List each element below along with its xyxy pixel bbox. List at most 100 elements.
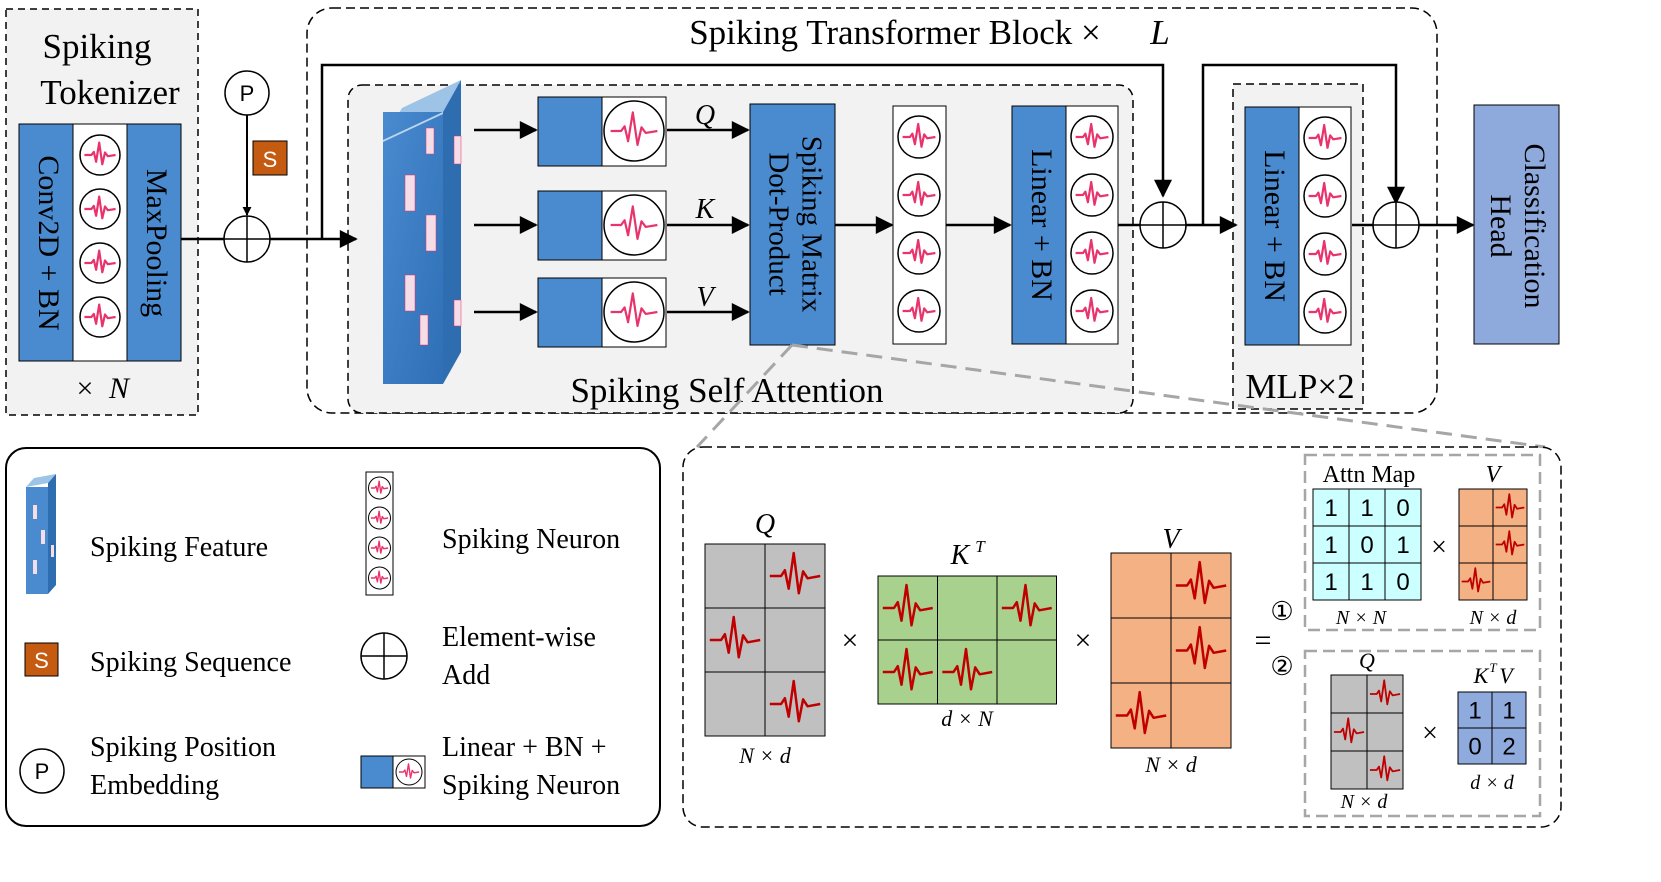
legend-pos-line1: Spiking Position <box>90 732 276 763</box>
ssa-title: Spiking Self Attention <box>570 371 883 410</box>
zoom-guide-lines <box>695 343 1546 449</box>
spike-icon <box>1115 690 1167 735</box>
tokenizer-repeat-n: N <box>108 372 131 405</box>
spiking-neuron-icon <box>368 536 391 560</box>
classification-head: Classification Head <box>1473 104 1560 345</box>
mlp-linear-bn-label: Linear + BN <box>1258 150 1291 302</box>
matrix-cell <box>1491 727 1527 765</box>
attn-dim: N × N <box>1335 607 1388 629</box>
circled-two: ② <box>1270 652 1293 681</box>
spiking-neuron-icon <box>1303 174 1347 218</box>
matrix-value: 1 <box>1324 532 1337 559</box>
times-1: × <box>842 624 859 657</box>
attn-map-title: Attn Map <box>1323 462 1416 488</box>
spiking-neuron-icon <box>79 188 121 230</box>
spike-icon <box>1495 493 1525 519</box>
spiking-neuron-icon <box>79 296 121 338</box>
spike-icon <box>769 679 821 723</box>
detail-kt-sup: T <box>975 537 986 556</box>
main-flow-arrows <box>181 63 1475 321</box>
matrix-value: 1 <box>1324 495 1337 522</box>
matrix-value: 0 <box>1396 569 1409 596</box>
spike-icon <box>1001 583 1052 627</box>
matrix-value: 1 <box>1468 697 1481 724</box>
matrix-cell <box>1312 525 1350 564</box>
q2-label: Q <box>1359 648 1375 673</box>
matrix-value: 2 <box>1502 733 1515 760</box>
matrix-cell <box>1457 727 1493 765</box>
legend-sequence-label: Spiking Sequence <box>90 647 291 678</box>
matrix-value: 1 <box>1360 569 1373 596</box>
spiking-neuron-icon <box>395 758 423 786</box>
matrix-cell <box>704 671 766 737</box>
matrix-value: 0 <box>1468 733 1481 760</box>
transformer-block-title: Spiking Transformer Block × <box>689 13 1101 52</box>
matrix-cell <box>764 607 826 673</box>
option-2-box <box>1303 649 1542 818</box>
s-symbol: S <box>263 147 278 172</box>
matrix-cell <box>1348 525 1386 564</box>
matrix-value: 0 <box>1396 495 1409 522</box>
times-2: × <box>1075 624 1092 657</box>
conv-bn-label: Conv2D + BN <box>32 155 65 330</box>
tokenizer-repeat-times: × <box>77 372 94 405</box>
spiking-neuron-icon <box>79 134 121 176</box>
kt-matrix <box>877 575 1057 705</box>
spiking-neuron-icon <box>368 566 391 590</box>
tokenizer-title-line2: Tokenizer <box>40 73 180 112</box>
spiking-matrix-dot-product: Spiking Matrix Dot-Product <box>749 103 836 346</box>
v2-matrix <box>1458 488 1528 601</box>
detail-q-dim: N × d <box>738 743 792 768</box>
mlp-title: MLP×2 <box>1245 367 1354 406</box>
matrix-cell <box>1170 682 1232 749</box>
detail-v-dim: N × d <box>1144 752 1198 777</box>
option-1-box <box>1303 453 1542 632</box>
add-icon-ssa <box>1139 201 1187 249</box>
legend-pos-line2: Embedding <box>90 770 219 801</box>
q2-matrix <box>1330 674 1404 790</box>
spiking-neuron-icon <box>603 100 665 162</box>
spike-icon <box>1461 567 1491 593</box>
head-line2: Head <box>1484 194 1517 257</box>
spiking-neuron-icon <box>1070 289 1114 333</box>
spike-icon <box>942 647 993 691</box>
matrix-cell <box>1330 750 1368 790</box>
times-3: × <box>1431 532 1447 563</box>
legend-add-line2: Add <box>442 660 490 691</box>
spiking-sequence-icon <box>252 140 288 176</box>
ktv-label: K <box>1473 663 1490 688</box>
spiking-neuron-icon <box>1303 232 1347 276</box>
legend-neuron-label: Spiking Neuron <box>442 524 620 555</box>
spiking-neuron-icon <box>1303 290 1347 334</box>
tokenizer-title-line1: Spiking <box>43 27 152 66</box>
legend-add-line1: Element-wise <box>442 622 596 653</box>
ktv-sup: T <box>1489 660 1497 675</box>
legend-linear-icon <box>360 755 426 789</box>
spiking-neuron-icon <box>1070 231 1114 275</box>
p-symbol: P <box>240 81 255 106</box>
ssa-neuron-column <box>892 105 947 345</box>
legend-p-icon: P <box>19 748 65 794</box>
tokenizer-panel: Spiking Tokenizer Conv2D + BN MaxPooling… <box>5 8 199 416</box>
spiking-neuron-icon <box>897 231 941 275</box>
spiking-neuron-icon <box>1303 116 1347 160</box>
times-4: × <box>1422 718 1438 749</box>
q-matrix <box>704 543 826 737</box>
legend-s-symbol: S <box>34 648 49 673</box>
equals-sign: = <box>1255 624 1272 657</box>
legend-feature-label: Spiking Feature <box>90 532 268 563</box>
matrix-cell <box>1492 562 1528 601</box>
spike-icon <box>1175 560 1227 605</box>
spike-icon <box>882 583 933 627</box>
matrix-cell <box>1348 562 1386 601</box>
spike-icon <box>1369 755 1401 782</box>
matrix-cell <box>937 575 998 641</box>
spiking-neuron-icon <box>603 194 665 256</box>
q-label: Q <box>695 100 715 131</box>
matrix-cell <box>1458 488 1494 527</box>
matrix-cell <box>1330 674 1368 714</box>
transformer-block-panel: Spiking Transformer Block × L <box>306 7 1438 414</box>
matrix-cell <box>1366 712 1404 752</box>
detail-kt-dim: d × N <box>941 706 994 731</box>
